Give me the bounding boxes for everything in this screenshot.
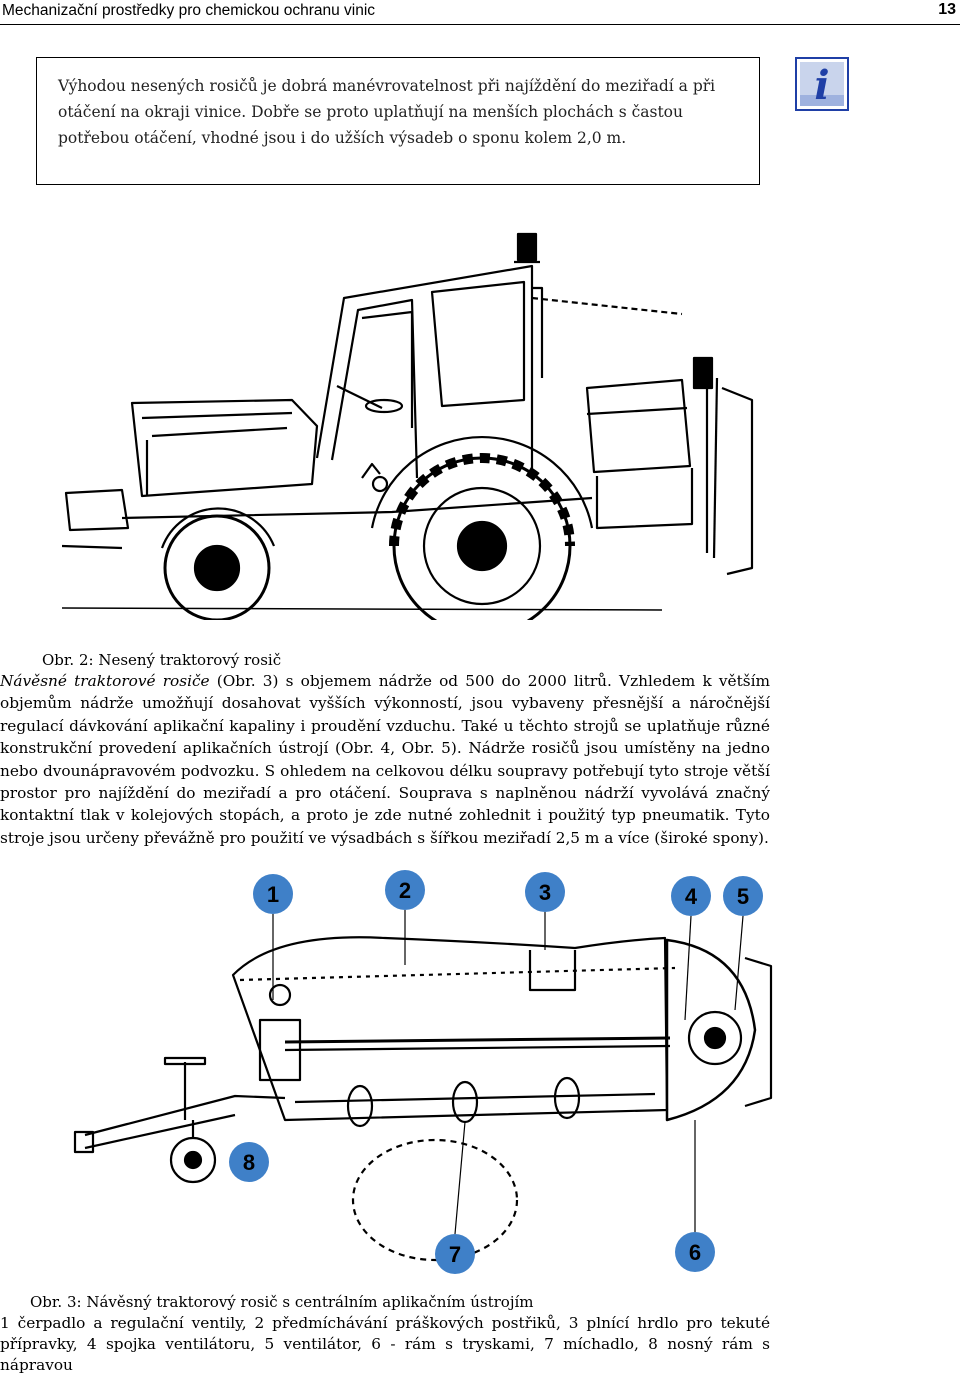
svg-text:6: 6 bbox=[689, 1240, 701, 1265]
svg-text:8: 8 bbox=[243, 1150, 255, 1175]
svg-text:1: 1 bbox=[267, 882, 279, 907]
running-title: Mechanizační prostředky pro chemickou oc… bbox=[2, 2, 376, 19]
info-icon: i bbox=[795, 57, 849, 111]
marker-5: 5 bbox=[723, 876, 763, 1011]
info-box-text: Výhodou nesených rosičů je dobrá manévro… bbox=[58, 77, 716, 147]
info-box: Výhodou nesených rosičů je dobrá manévro… bbox=[36, 57, 760, 185]
svg-text:4: 4 bbox=[685, 884, 698, 909]
body-paragraph: Návěsné traktorové rosiče (Obr. 3) s obj… bbox=[0, 670, 770, 849]
marker-4: 4 bbox=[671, 876, 711, 1021]
trailed-sprayer-diagram: 1 2 3 4 5 6 7 bbox=[73, 870, 773, 1274]
marker-6: 6 bbox=[675, 1120, 715, 1272]
svg-text:5: 5 bbox=[737, 884, 749, 909]
figure2-caption: Obr. 3: Návěsný traktorový rosič s centr… bbox=[30, 1293, 534, 1311]
info-icon-letter: i bbox=[814, 62, 829, 109]
svg-text:7: 7 bbox=[449, 1242, 461, 1267]
marker-3: 3 bbox=[525, 872, 565, 950]
figure2-legend: 1 čerpadlo a regulační ventily, 2 předmí… bbox=[0, 1314, 770, 1374]
marker-1: 1 bbox=[253, 874, 293, 1000]
marker-7: 7 bbox=[435, 1121, 475, 1274]
tractor-sprayer-drawing bbox=[62, 232, 754, 620]
body-lead: Návěsné traktorové rosiče bbox=[0, 672, 210, 690]
page-header: Mechanizační prostředky pro chemickou oc… bbox=[0, 0, 960, 25]
marker-2: 2 bbox=[385, 870, 425, 965]
body-text: (Obr. 3) s objemem nádrže od 500 do 2000… bbox=[0, 672, 771, 847]
page-number: 13 bbox=[938, 1, 956, 18]
figure1-caption: Obr. 2: Nesený traktorový rosič bbox=[42, 651, 282, 669]
svg-text:2: 2 bbox=[399, 878, 411, 903]
markers: 1 2 3 4 5 6 7 bbox=[229, 870, 763, 1274]
marker-8: 8 bbox=[229, 1142, 269, 1182]
svg-text:3: 3 bbox=[539, 880, 551, 905]
